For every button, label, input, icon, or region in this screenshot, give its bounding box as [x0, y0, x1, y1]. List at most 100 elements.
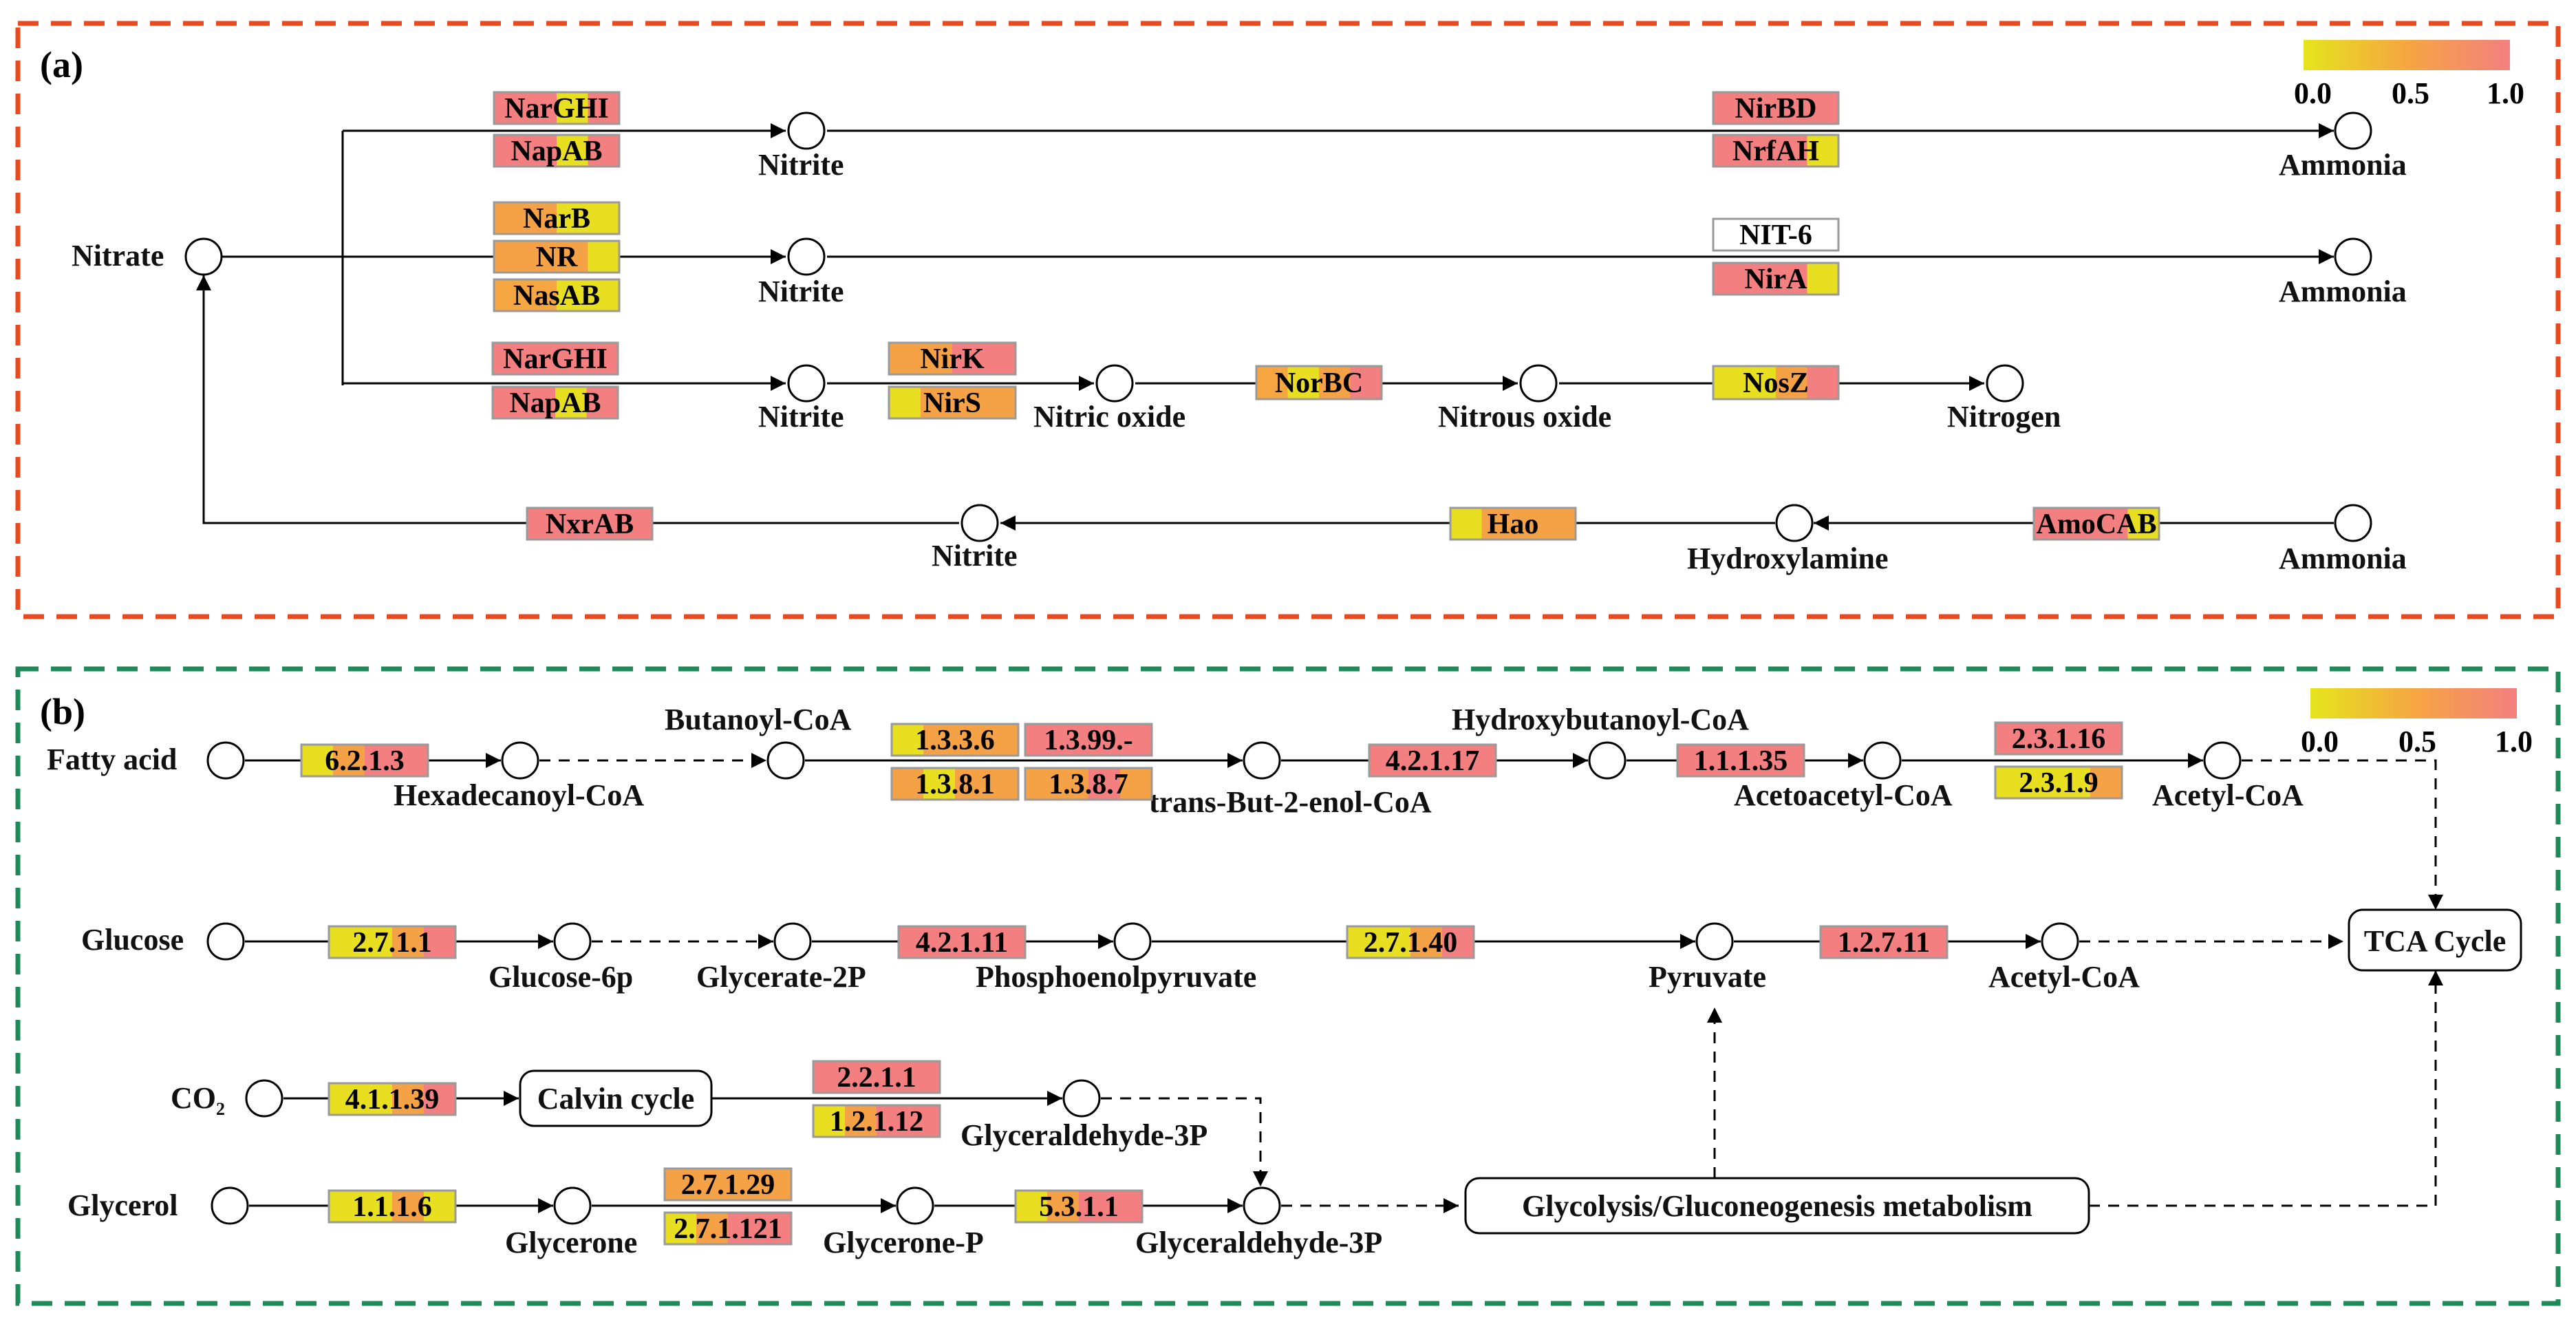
- gene-cell: [329, 1083, 361, 1115]
- gene-label: NirS: [923, 387, 981, 419]
- gene-2-3-1-16: 2.3.1.16: [1994, 721, 2123, 756]
- label-glycerol: Glycerol: [67, 1188, 178, 1222]
- node-glucose-6p: [553, 922, 592, 961]
- gene-cell: [987, 768, 1019, 800]
- gene-cell: [527, 508, 559, 540]
- gene-cell: [1432, 745, 1465, 776]
- gene-cell: [1369, 745, 1402, 776]
- gene-cell: [813, 1061, 846, 1093]
- gene-label: 2.7.1.121: [674, 1213, 782, 1245]
- gene-border: [1368, 743, 1497, 778]
- gene-label: 2.7.1.29: [681, 1169, 775, 1201]
- gene-label: 4.2.1.17: [1386, 745, 1480, 777]
- gene-border: [300, 743, 429, 778]
- gene-cell: [557, 241, 588, 273]
- gene-cell: [952, 343, 985, 374]
- gene-nirk: NirK: [888, 341, 1017, 376]
- gene-border: [663, 1211, 793, 1246]
- gene-cell: [525, 92, 557, 124]
- gene-4-2-1-11: 4.2.1.11: [897, 925, 1027, 959]
- gene-2-2-1-1: 2.2.1.1: [812, 1060, 941, 1094]
- gene-border: [1024, 767, 1153, 801]
- gene-cell: [1744, 366, 1777, 399]
- gene-1-1-1-6: 1.1.1.6: [328, 1189, 457, 1224]
- gene-cell: [1677, 745, 1710, 776]
- gene-cell: [1709, 745, 1741, 776]
- gene-cell: [558, 508, 590, 540]
- label-glycerone: Glycerone: [505, 1226, 637, 1259]
- gene-cell: [557, 202, 588, 234]
- gene-cell: [1347, 926, 1380, 958]
- gene-border: [888, 341, 1017, 376]
- gene-label: 1.3.8.1: [915, 769, 995, 800]
- label-ammonia-3: Ammonia: [2279, 542, 2407, 575]
- node-glycerate-2p: [773, 922, 812, 961]
- gene-cell: [889, 387, 921, 418]
- gene-nirbd: NirBD: [1712, 91, 1840, 125]
- gene-cell: [2059, 767, 2091, 798]
- gene-border: [491, 341, 619, 376]
- gene-cell: [1256, 366, 1288, 399]
- gene-narghi-1: NarGHI: [493, 91, 621, 125]
- gene-cell: [301, 745, 334, 776]
- gene-cell: [1713, 263, 1745, 295]
- gene-border: [897, 925, 1027, 959]
- gene-border: [1712, 91, 1840, 125]
- gene-cell: [923, 768, 956, 800]
- label-hydroxylamine: Hydroxylamine: [1687, 542, 1889, 575]
- gene-border: [1994, 721, 2123, 756]
- gene-cell: [590, 508, 621, 540]
- gene-border: [493, 239, 621, 274]
- gene-cell: [1544, 508, 1576, 540]
- gene-cell: [845, 1105, 877, 1137]
- label-glucose: Glucose: [81, 923, 184, 957]
- gene-2-7-1-121: 2.7.1.121: [663, 1211, 793, 1246]
- gene-cell: [1464, 745, 1496, 776]
- gene-border: [526, 507, 654, 541]
- calvin-cycle-box: [519, 1069, 713, 1127]
- gene-border: [2032, 507, 2160, 541]
- gene-cell: [760, 1169, 792, 1200]
- gene-cell: [984, 343, 1016, 374]
- gene-cell: [1744, 92, 1777, 124]
- node-trans-but: [1243, 741, 1281, 780]
- node-co2: [245, 1079, 283, 1118]
- legend-a-tick-2: 1.0: [2487, 76, 2524, 110]
- gene-label: NIT-6: [1739, 220, 1812, 251]
- gene-border: [1994, 765, 2123, 800]
- node-hydroxybutanoyl-coa: [1588, 741, 1627, 780]
- node-pyruvate: [1695, 922, 1734, 961]
- gene-cell: [665, 1169, 697, 1200]
- gene-cell: [908, 1061, 941, 1093]
- gene-label: 1.3.8.7: [1049, 769, 1128, 800]
- label-nitrite-1: Nitrite: [758, 148, 844, 182]
- gene-cell: [424, 1191, 456, 1222]
- gene-4-1-1-39: 4.1.1.39: [328, 1082, 457, 1116]
- gene-cell: [586, 343, 619, 374]
- node-glucose: [206, 922, 245, 961]
- gene-cell: [557, 135, 588, 167]
- gene-cell: [2090, 767, 2123, 798]
- gene-label: 4.2.1.11: [916, 927, 1008, 959]
- gene-cell: [1442, 926, 1474, 958]
- gene-norbc: NorBC: [1255, 365, 1383, 401]
- gene-napab-2: NapAB: [491, 385, 619, 420]
- gene-border: [1712, 134, 1840, 168]
- gene-label: NirBD: [1735, 93, 1817, 125]
- gene-cell: [728, 1213, 760, 1244]
- gene-cell: [696, 1169, 729, 1200]
- panel-b-tag: (b): [40, 691, 85, 732]
- node-nitrite-2: [787, 237, 826, 276]
- gene-cell: [525, 241, 557, 273]
- gene-border: [1712, 262, 1840, 296]
- gene-border: [1014, 1189, 1144, 1224]
- gene-cell: [728, 1169, 760, 1200]
- gene-cell: [899, 926, 931, 958]
- gene-1-3-8-7: 1.3.8.7: [1024, 767, 1153, 801]
- gene-cell: [1995, 723, 2028, 754]
- gene-cell: [2034, 508, 2065, 540]
- gene-cell: [813, 1105, 846, 1137]
- panel-b-nodes: [206, 741, 2242, 1225]
- gene-cell: [424, 926, 456, 958]
- gene-cell: [1110, 1191, 1143, 1222]
